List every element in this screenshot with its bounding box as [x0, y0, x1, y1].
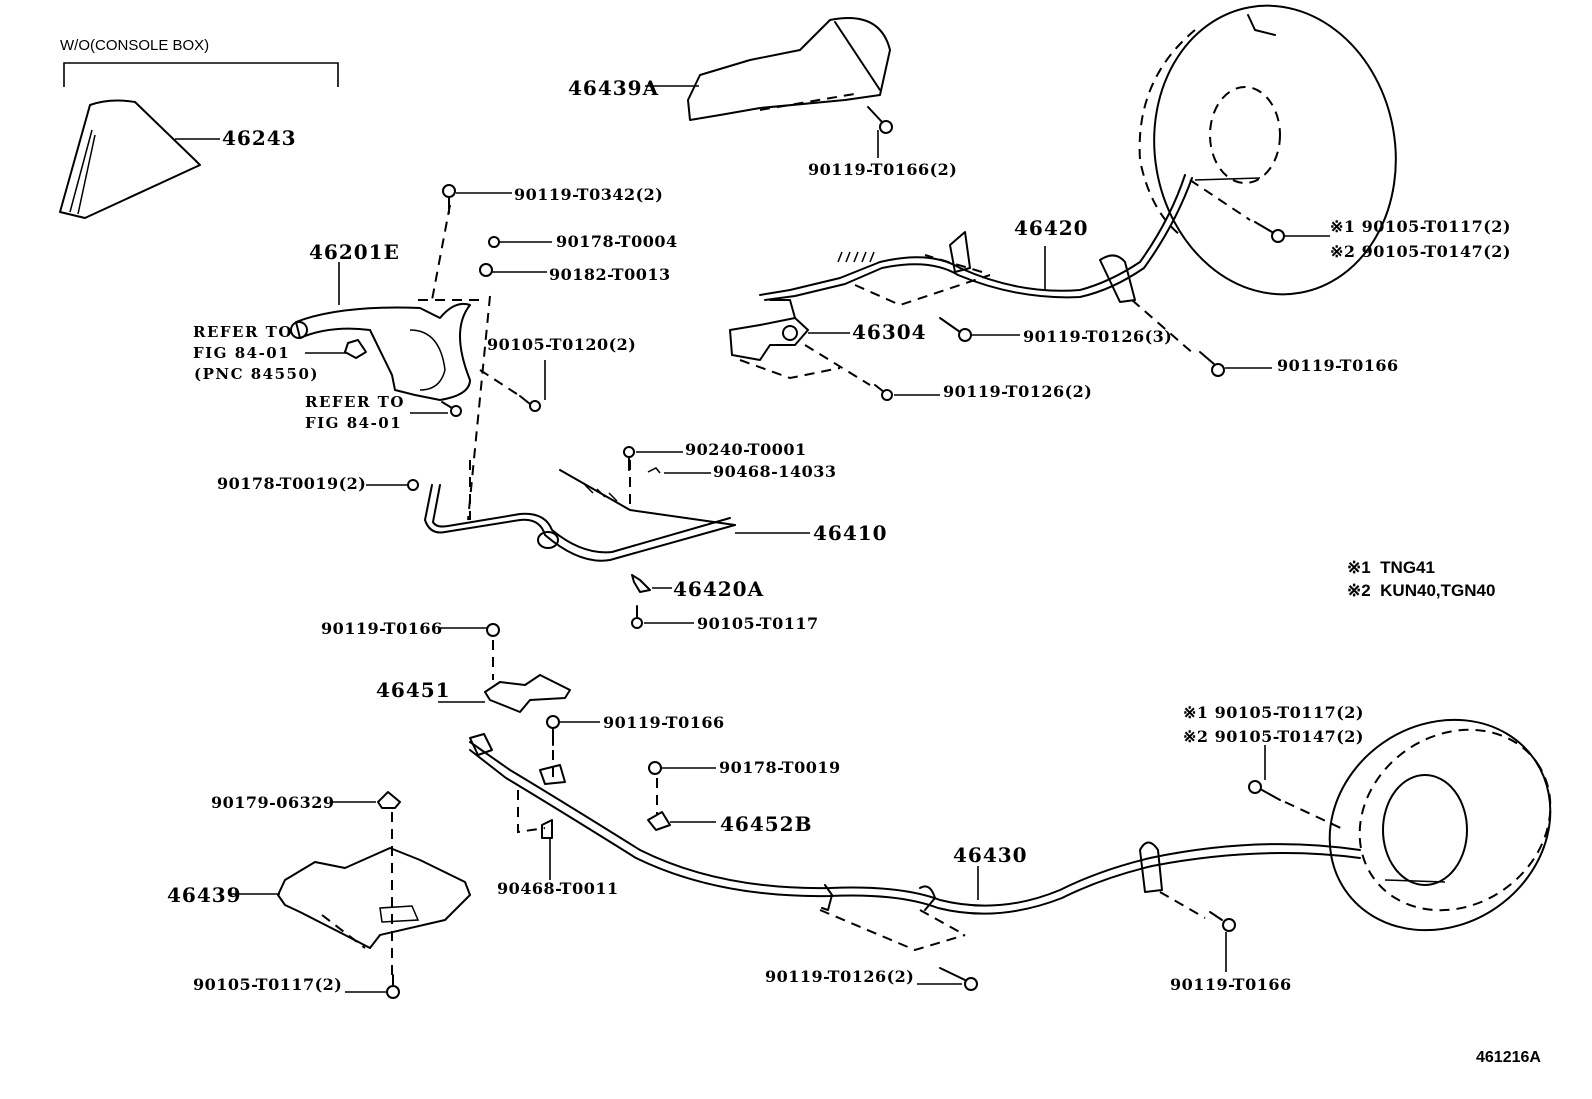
label-note2-bolt-bottom[interactable]: ※2 90105-T0147(2) — [1183, 727, 1364, 746]
note-2: ※2 KUN40,TGN40 — [1347, 582, 1495, 599]
bolt-backing-plate-top[interactable] — [1189, 179, 1330, 243]
part-46201E-lever[interactable] — [290, 204, 491, 521]
nut-90178-T0004[interactable] — [488, 236, 552, 248]
bolt-90119-T0126-2-top[interactable] — [874, 384, 940, 401]
label-90119-T0166-mid[interactable]: 90119-T0166 — [321, 619, 443, 638]
bolt-backing-plate-bottom[interactable] — [1248, 745, 1346, 831]
bolt-90105-T0120[interactable] — [479, 360, 546, 412]
bolt-refer-fig84-01[interactable] — [410, 401, 462, 417]
note-2-mark: ※2 — [1347, 581, 1371, 600]
ref-clip-fig84-01[interactable] — [305, 339, 367, 359]
note-1-text: TNG41 — [1380, 558, 1435, 577]
part-46243-boot[interactable] — [59, 99, 220, 219]
figure-id: 461216A — [1476, 1049, 1541, 1066]
label-46304[interactable]: 46304 — [852, 320, 927, 344]
bolt-90119-T0342[interactable] — [442, 184, 512, 214]
refer-fig-line1: REFER TO — [193, 323, 293, 341]
clip-90468-T0011[interactable] — [541, 819, 553, 880]
label-90178-T0019-2[interactable]: 90178-T0019(2) — [217, 474, 367, 493]
note-1: ※1 TNG41 — [1347, 559, 1435, 576]
label-90179-06329[interactable]: 90179-06329 — [211, 793, 335, 812]
part-46420A-bracket[interactable] — [631, 574, 672, 593]
part-46439A-cover[interactable] — [645, 17, 891, 121]
label-90178-T0019[interactable]: 90178-T0019 — [719, 758, 841, 777]
label-90105-T0117[interactable]: 90105-T0117 — [697, 614, 819, 633]
label-90119-T0342[interactable]: 90119-T0342(2) — [514, 185, 664, 204]
label-90468-T0011[interactable]: 90468-T0011 — [497, 879, 619, 898]
label-90119-T0126-3[interactable]: 90119-T0126(3) — [1023, 327, 1173, 346]
label-90105-T0120[interactable]: 90105-T0120(2) — [487, 335, 637, 354]
nut-90178-T0019[interactable] — [648, 761, 716, 815]
part-46452B-clip[interactable] — [647, 811, 716, 831]
label-90178-T0004[interactable]: 90178-T0004 — [556, 232, 678, 251]
bolt-90105-T0117[interactable] — [631, 605, 694, 629]
part-46420-cable[interactable] — [759, 174, 1196, 356]
bolt-90240-T0001[interactable] — [623, 446, 683, 471]
brake-backing-plate-top — [1138, 4, 1397, 296]
label-90119-T0166-lower[interactable]: 90119-T0166 — [603, 713, 725, 732]
bolt-90119-T0126-2-bottom[interactable] — [917, 967, 978, 991]
refer2-line1: REFER TO — [305, 393, 405, 411]
bolt-90105-T0117-2[interactable] — [345, 974, 400, 999]
nut-90182-T0013[interactable] — [479, 263, 547, 277]
bolt-90119-T0166-right[interactable] — [1199, 351, 1272, 377]
note-2-text: KUN40,TGN40 — [1380, 581, 1496, 600]
label-90240-T0001[interactable]: 90240-T0001 — [685, 440, 807, 459]
label-46410[interactable]: 46410 — [813, 521, 888, 545]
label-90119-T0166-right[interactable]: 90119-T0166 — [1277, 356, 1399, 375]
label-90105-T0117-2[interactable]: 90105-T0117(2) — [193, 975, 343, 994]
bolt-90119-T0166-lower[interactable] — [546, 715, 600, 780]
label-note1-bolt-bottom[interactable]: ※1 90105-T0117(2) — [1183, 703, 1364, 722]
bolt-90119-T0126-3[interactable] — [939, 317, 1020, 342]
label-46420[interactable]: 46420 — [1014, 216, 1089, 240]
label-46201E[interactable]: 46201E — [309, 240, 400, 264]
brake-backing-plate-bottom — [1328, 718, 1552, 932]
nut-90178-T0019-2[interactable] — [366, 479, 419, 491]
part-46304-equalizer[interactable] — [729, 299, 871, 386]
label-note1-bolt-top[interactable]: ※1 90105-T0117(2) — [1330, 217, 1511, 236]
refer-pnc-line3: (PNC 84550) — [194, 365, 320, 383]
part-46451-bracket[interactable] — [438, 674, 571, 713]
label-46451[interactable]: 46451 — [376, 678, 451, 702]
group-title-console-box: W/O(CONSOLE BOX) — [60, 37, 210, 54]
label-90119-T0166-2-top[interactable]: 90119-T0166(2) — [808, 160, 958, 179]
console-box-bracket — [63, 62, 339, 87]
note-1-mark: ※1 — [1347, 558, 1371, 577]
bolt-90119-T0166-top[interactable] — [867, 106, 893, 158]
clip-90179-06329[interactable] — [330, 791, 401, 809]
label-46430[interactable]: 46430 — [953, 843, 1028, 867]
label-46439[interactable]: 46439 — [167, 883, 242, 907]
label-46452B[interactable]: 46452B — [720, 812, 813, 836]
label-46420A[interactable]: 46420A — [673, 577, 765, 601]
label-90119-T0126-2-bottom[interactable]: 90119-T0126(2) — [765, 967, 915, 986]
part-46430-cable[interactable] — [469, 733, 1361, 952]
label-note2-bolt-top[interactable]: ※2 90105-T0147(2) — [1330, 242, 1511, 261]
refer-fig-line2[interactable]: FIG 84-01 — [193, 344, 291, 362]
clip-90468-14033[interactable] — [647, 467, 711, 474]
refer2-line2[interactable]: FIG 84-01 — [305, 414, 403, 432]
label-90182-T0013[interactable]: 90182-T0013 — [549, 265, 671, 284]
label-46243[interactable]: 46243 — [222, 126, 297, 150]
label-90119-T0166-bottom[interactable]: 90119-T0166 — [1170, 975, 1292, 994]
bolt-90119-T0166-mid[interactable] — [440, 623, 500, 680]
label-90119-T0126-2-top[interactable]: 90119-T0126(2) — [943, 382, 1093, 401]
label-90468-14033[interactable]: 90468-14033 — [713, 462, 837, 481]
bolt-90119-T0166-bottom[interactable] — [1209, 911, 1236, 972]
part-46439-cover[interactable] — [228, 812, 471, 975]
label-46439A[interactable]: 46439A — [568, 76, 660, 100]
